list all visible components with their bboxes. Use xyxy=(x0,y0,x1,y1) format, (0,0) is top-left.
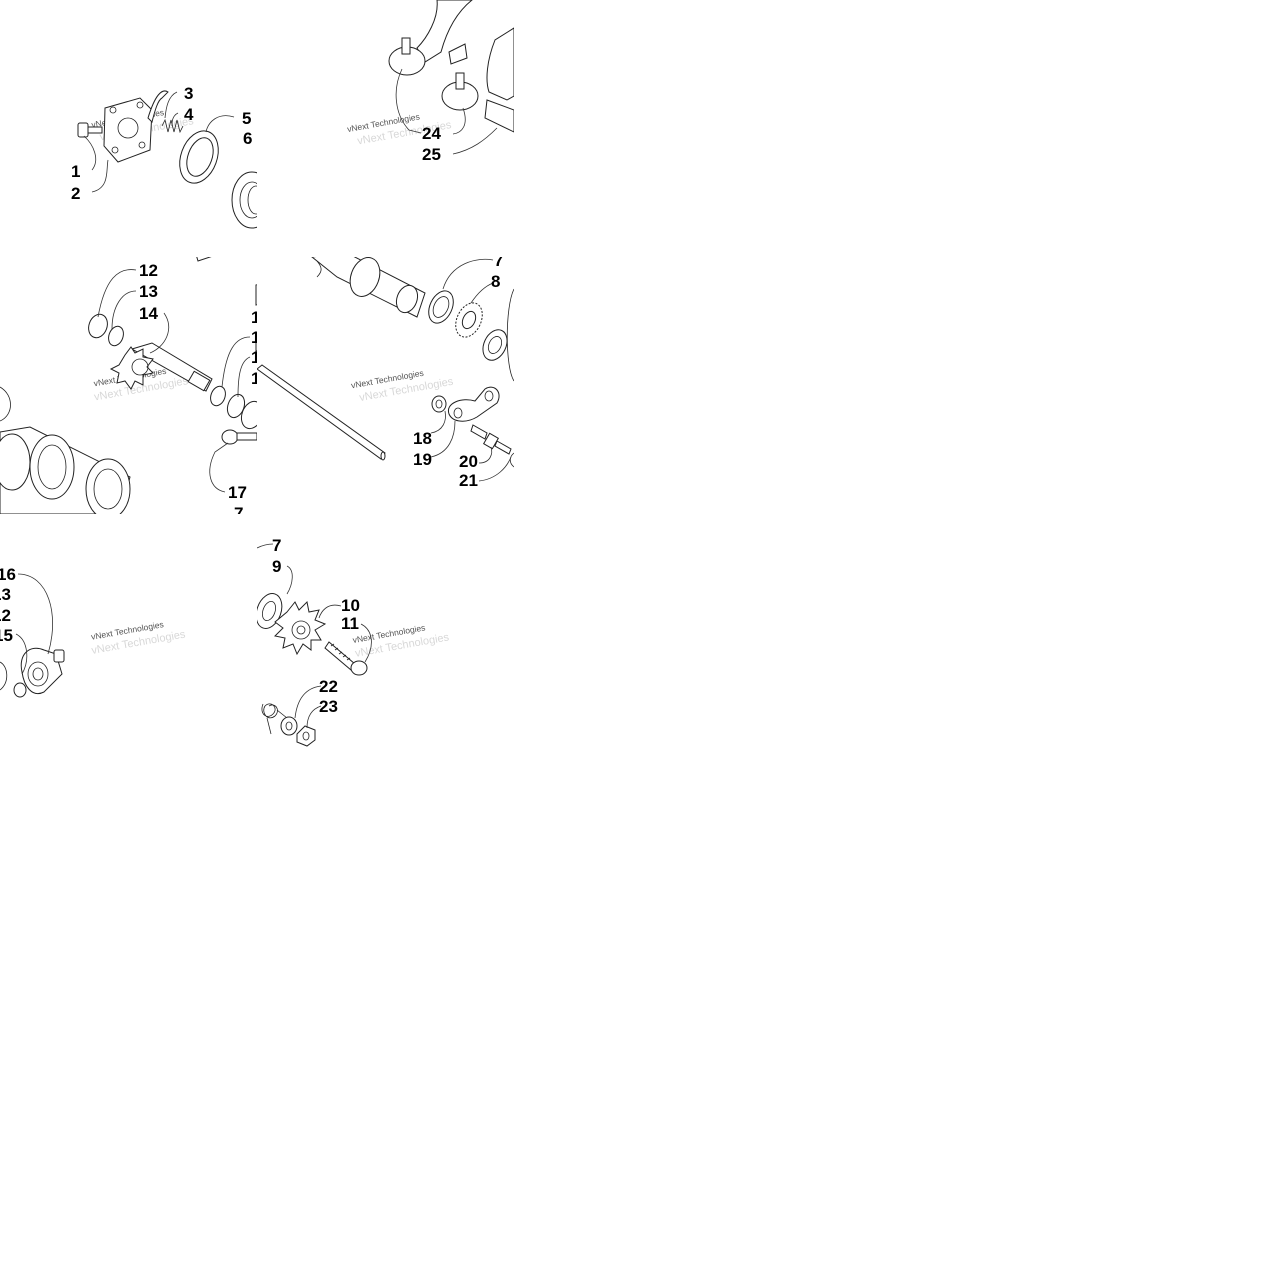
part-small-spring xyxy=(161,118,184,134)
callout-14: 14 xyxy=(139,304,158,323)
diagram-tile-shift-arm: vNext Technologies vNext Technologies 16… xyxy=(0,514,257,771)
part-small-washer xyxy=(431,395,447,413)
diagram-tile-star-gear: vNext Technologies vNext Technologies xyxy=(257,514,514,771)
callout-24: 24 xyxy=(422,124,441,143)
callout-19: 19 xyxy=(413,450,432,469)
part-shaft-end xyxy=(311,257,426,318)
part-fragment xyxy=(255,284,257,306)
part-spring-arm xyxy=(147,90,169,123)
callout-8: 8 xyxy=(491,272,500,291)
part-shift-fork xyxy=(388,0,473,76)
part-link-plate xyxy=(447,386,500,422)
callout-1: 1 xyxy=(71,162,80,181)
callout-17: 17 xyxy=(228,483,247,502)
tile-svg: vNext Technologies vNext Technologies xyxy=(0,257,257,514)
part-star-gear xyxy=(273,600,327,656)
part-torsion-spring xyxy=(261,703,288,735)
part-fragment xyxy=(196,257,212,262)
callout-6: 6 xyxy=(243,129,252,148)
part-shift-drum xyxy=(0,386,131,514)
part-washer xyxy=(482,329,508,361)
tile-svg: vNext Technologies vNext Technologies 16… xyxy=(0,565,187,698)
tile-svg: vNext Technologies vNext Technologies xyxy=(257,257,514,490)
part-shift-drum-edge xyxy=(231,171,257,229)
tile-svg: vNext Technologies vNext Technologies xyxy=(71,84,257,229)
callout-5: 5 xyxy=(242,109,251,128)
callout-1-partial: 1 xyxy=(251,348,257,367)
callout-2: 2 xyxy=(71,184,80,203)
diagram-tile-shift-forks: vNext Technologies vNext Technologies xyxy=(257,0,514,257)
callout-12: 12 xyxy=(139,261,158,280)
part-cover-plate xyxy=(103,97,153,163)
callout-7: 7 xyxy=(272,536,281,555)
part-washer xyxy=(210,385,226,407)
callout-9: 9 xyxy=(272,557,281,576)
callout-3: 3 xyxy=(184,84,193,103)
callout-11: 11 xyxy=(341,614,359,633)
callout-7-partial: 7 xyxy=(494,257,503,270)
part-stud xyxy=(470,424,512,455)
callout-4: 4 xyxy=(184,105,194,124)
part-bushing xyxy=(240,400,257,430)
part-fragment xyxy=(255,332,257,352)
diagram-tile-shift-cover: vNext Technologies vNext Technologies xyxy=(0,0,257,257)
diagram-tile-shaft-end: vNext Technologies vNext Technologies xyxy=(257,257,514,514)
callout-10: 10 xyxy=(341,596,360,615)
tile-svg: vNext Technologies vNext Technologies xyxy=(346,0,514,164)
part-shift-shaft-gear xyxy=(109,342,213,392)
callout-1-partial: 1 xyxy=(251,328,257,347)
part-bolt xyxy=(324,641,368,676)
diagram-tile-shift-shaft: vNext Technologies vNext Technologies xyxy=(0,257,257,514)
callout-20: 20 xyxy=(459,452,478,471)
callout-16: 16 xyxy=(0,565,16,584)
watermark-group: vNext Technologies vNext Technologies xyxy=(346,111,452,147)
callout-1-partial: 1 xyxy=(251,369,257,388)
tile-svg: vNext Technologies vNext Technologies xyxy=(257,536,451,747)
callout-13: 13 xyxy=(0,585,11,604)
part-washer xyxy=(428,290,454,324)
callout-7-partial: 7 xyxy=(234,504,243,514)
callout-18: 18 xyxy=(413,429,432,448)
callout-23: 23 xyxy=(319,697,338,716)
watermark-group: vNext Technologies vNext Technologies xyxy=(90,619,187,657)
callout-1-partial: 1 xyxy=(251,308,257,327)
part-small-washer xyxy=(280,716,298,736)
callout-15: 15 xyxy=(0,626,13,645)
callout-22: 22 xyxy=(319,677,338,696)
part-screw xyxy=(221,429,257,445)
part-washer xyxy=(257,593,283,629)
part-shift-arm xyxy=(0,647,65,698)
part-washer xyxy=(88,313,108,339)
part-bolt xyxy=(77,122,103,138)
part-washer xyxy=(179,130,219,184)
callout-12: 12 xyxy=(0,606,11,625)
callout-21: 21 xyxy=(459,471,478,490)
part-shift-fork xyxy=(441,27,514,133)
part-washer xyxy=(108,325,124,347)
callout-13: 13 xyxy=(139,282,158,301)
callout-25: 25 xyxy=(422,145,441,164)
part-nut xyxy=(296,725,316,747)
part-star-washer xyxy=(455,302,483,338)
watermark-group: vNext Technologies vNext Technologies xyxy=(352,622,451,659)
